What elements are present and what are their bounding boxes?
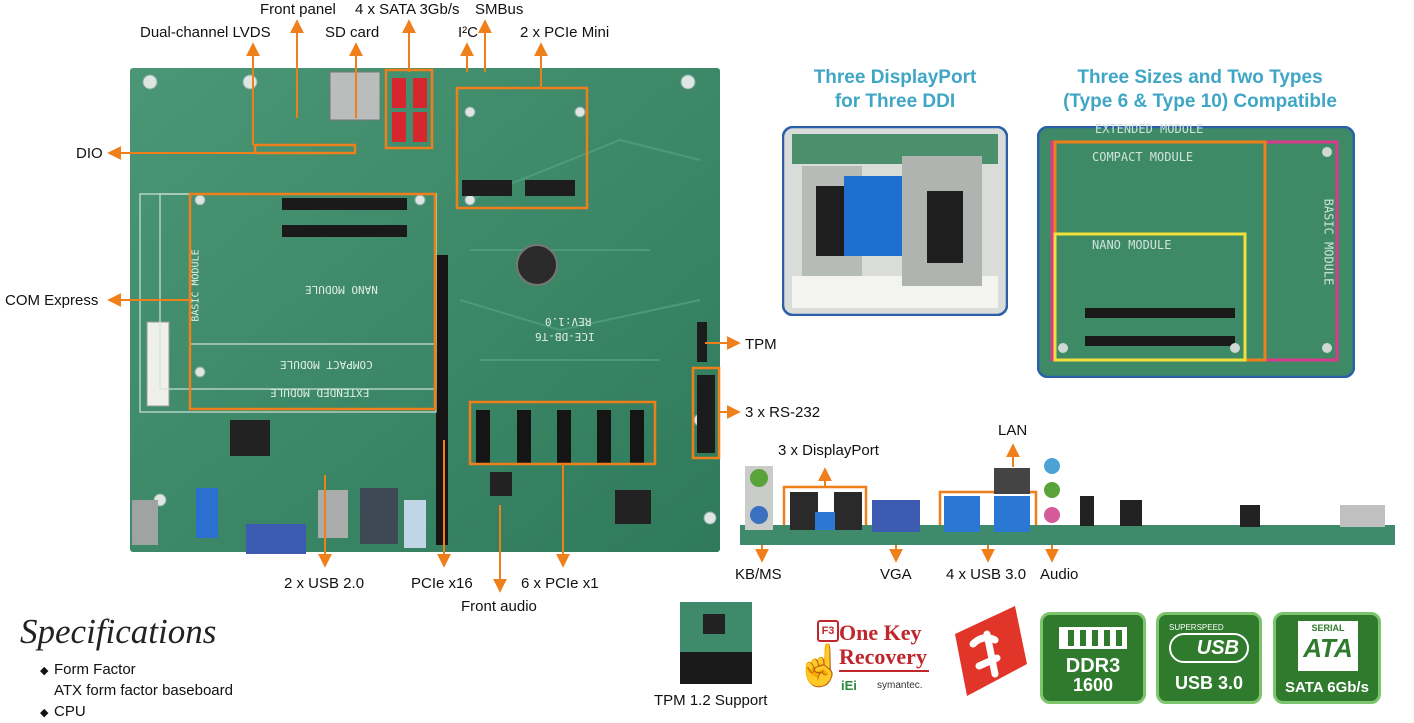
tpm-module-photo	[680, 602, 752, 684]
spec-cpu: ◆ CPU	[40, 702, 86, 723]
diamond-bullet-icon: ◆	[40, 665, 49, 677]
usb30-label: USB 3.0	[1174, 673, 1244, 693]
inset-sizes-title: Three Sizes and Two Types (Type 6 & Type…	[1030, 66, 1370, 114]
spec-cpu-heading: CPU	[54, 703, 86, 720]
label-front-panel: Front panel	[260, 1, 336, 18]
one-key-recovery-logo: F3 ☝ One Key Recovery iEi symantec.	[795, 614, 945, 698]
ddr3-line1: DDR3	[1065, 655, 1121, 677]
label-kbms: KB/MS	[735, 566, 782, 583]
label-sd-card: SD card	[325, 24, 380, 41]
label-smbus: SMBus	[475, 1, 524, 18]
pcie-mini-highlight	[455, 86, 589, 210]
label-pcie-x1: 6 x PCIe x1	[521, 575, 599, 592]
usb30-badge: SUPERSPEED USB USB 3.0	[1156, 612, 1262, 704]
board-silk-compact: COMPACT MODULE	[280, 358, 373, 371]
inset-label-extended: EXTENDED MODULE	[1095, 122, 1204, 136]
inset-sizes-title-line2: (Type 6 & Type 10) Compatible	[1063, 91, 1337, 112]
spec-form-factor-detail: ATX form factor baseboard	[54, 682, 233, 699]
usb-superspeed-text: SUPERSPEED	[1169, 623, 1224, 632]
spec-form-factor: ◆ Form Factor ATX form factor baseboard	[40, 660, 233, 701]
board-silk-basic: BASIC MODULE	[190, 249, 202, 322]
spec-form-factor-heading: Form Factor	[54, 661, 136, 678]
label-displayport: 3 x DisplayPort	[778, 442, 879, 459]
label-rs232: 3 x RS-232	[745, 404, 821, 421]
pcie-x16-slot	[436, 255, 448, 545]
board-silk-model: ICE-DB-T6	[535, 330, 595, 343]
label-tpm: TPM	[745, 336, 777, 353]
label-i2c: I²C	[458, 24, 478, 41]
inset-label-nano: NANO MODULE	[1092, 238, 1172, 252]
inset-label-compact: COMPACT MODULE	[1092, 150, 1194, 164]
label-audio: Audio	[1040, 566, 1079, 583]
board-silk-nano: NANO MODULE	[305, 283, 378, 296]
inset-dp-title-line1: Three DisplayPort	[813, 67, 977, 88]
label-usb30: 4 x USB 3.0	[946, 566, 1027, 583]
label-dio: DIO	[76, 145, 103, 162]
inset-sizes-title-line1: Three Sizes and Two Types	[1077, 67, 1323, 88]
label-dual-lvds: Dual-channel LVDS	[140, 24, 271, 41]
label-usb20: 2 x USB 2.0	[284, 575, 365, 592]
label-sata: 4 x SATA 3Gb/s	[355, 1, 460, 18]
hand-pointer-icon: ☝	[795, 644, 845, 688]
okr-line1: One Key	[839, 620, 922, 645]
label-com-express: COM Express	[5, 292, 99, 309]
specifications-title: Specifications	[20, 612, 217, 651]
f3-key-icon: F3	[817, 620, 839, 642]
sata-ata-text: ATA	[1303, 633, 1353, 663]
ddr3-badge: DDR3 1600	[1040, 612, 1146, 704]
okr-brand-iei: iEi	[841, 678, 857, 693]
label-vga: VGA	[880, 566, 912, 583]
label-pcie-x16: PCIe x16	[411, 575, 473, 592]
label-front-audio: Front audio	[461, 598, 537, 615]
sata-serial-text: SERIAL	[1311, 623, 1345, 633]
inset-dp-title-line2: for Three DDI	[834, 91, 956, 112]
com-express-highlight	[188, 192, 437, 411]
okr-line2: Recovery	[839, 644, 927, 669]
okr-brand-symantec: symantec.	[877, 680, 923, 691]
sata-label: SATA 6Gb/s	[1285, 679, 1369, 696]
label-lan: LAN	[998, 422, 1028, 439]
label-pcie-mini: 2 x PCIe Mini	[520, 24, 610, 41]
tpm-caption: TPM 1.2 Support	[654, 692, 768, 709]
inset-label-basic: BASIC MODULE	[1321, 198, 1336, 286]
inset-displayport-photo	[782, 126, 1008, 316]
memory-module-icon	[1059, 627, 1127, 649]
sata-badge: SERIAL ATA SATA 6Gb/s	[1273, 612, 1381, 704]
uefi-logo	[955, 606, 1027, 696]
board-silk-extended: EXTENDED MODULE	[270, 386, 370, 399]
inset-dp-title: Three DisplayPort for Three DDI	[782, 66, 1008, 114]
sata-logo-icon: SERIAL ATA	[1298, 621, 1358, 671]
usb-logo-icon: USB	[1169, 633, 1249, 663]
inset-module-sizes-photo	[1037, 126, 1355, 378]
board-silk-rev: REV:1.0	[545, 315, 592, 328]
diamond-bullet-icon: ◆	[40, 707, 49, 719]
ddr3-line2: 1600	[1072, 675, 1114, 695]
